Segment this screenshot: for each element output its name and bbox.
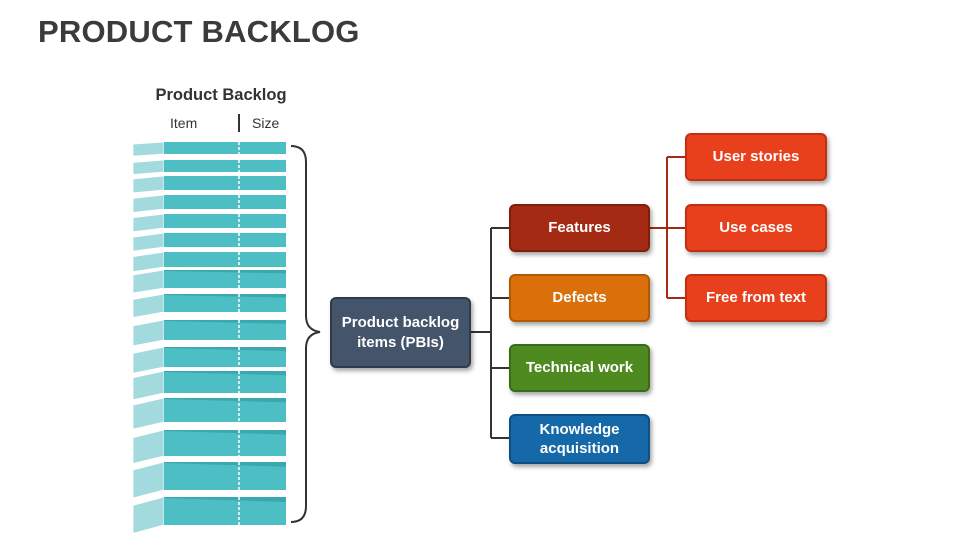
technical-work-box: Technical work: [509, 344, 650, 392]
backlog-row: [132, 293, 286, 318]
backlog-row: [132, 461, 286, 499]
backlog-row: [132, 269, 286, 294]
backlog-row: [132, 141, 286, 157]
use-cases-box: Use cases: [685, 204, 827, 252]
column-separator: [238, 114, 240, 132]
backlog-row: [132, 175, 286, 194]
backlog-row: [132, 496, 286, 534]
backlog-row: [132, 346, 286, 374]
backlog-row: [132, 194, 286, 213]
knowledge-acquisition-box: Knowledge acquisition: [509, 414, 650, 464]
features-box: Features: [509, 204, 650, 252]
backlog-row: [132, 213, 286, 233]
backlog-row: [132, 251, 286, 273]
backlog-row: [132, 319, 286, 347]
backlog-row: [132, 370, 286, 401]
size-column-label: Size: [252, 115, 280, 131]
pbi-box: Product backlog items (PBIs): [330, 297, 471, 368]
free-text-box: Free from text: [685, 274, 827, 322]
backlog-heading: Product Backlog: [155, 86, 287, 104]
page-title: PRODUCT BACKLOG: [38, 14, 360, 49]
user-stories-box: User stories: [685, 133, 827, 181]
backlog-row: [132, 397, 286, 430]
backlog-row: [132, 159, 286, 175]
defects-box: Defects: [509, 274, 650, 322]
backlog-row: [132, 429, 286, 465]
item-column-label: Item: [170, 115, 198, 131]
backlog-row: [132, 232, 286, 252]
backlog-brace: [290, 145, 321, 523]
